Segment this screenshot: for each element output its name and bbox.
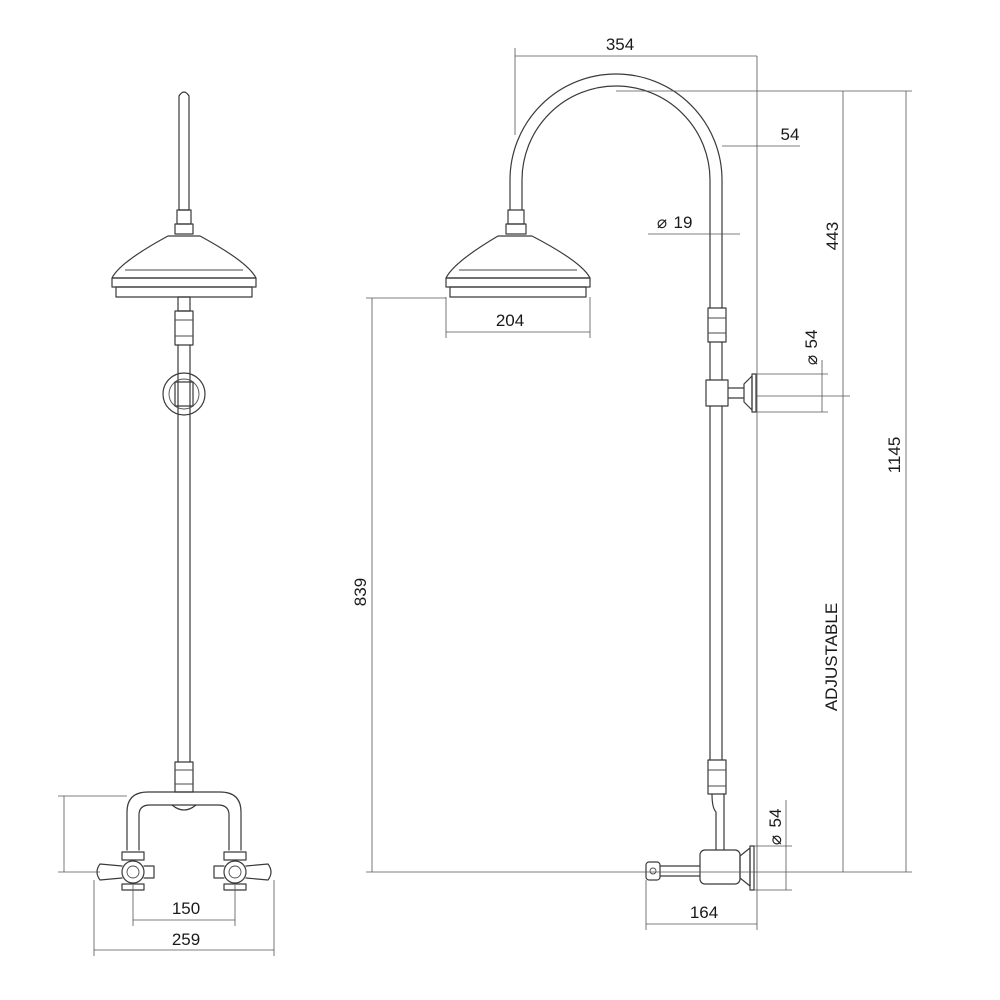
label-54-bracket: 54 bbox=[802, 330, 821, 349]
label-839: 839 bbox=[351, 578, 370, 606]
right-tap bbox=[213, 851, 272, 891]
label-150: 150 bbox=[172, 899, 200, 918]
label-54-offset: 54 bbox=[781, 125, 800, 144]
diameter-symbol-54-tap: ⌀ bbox=[766, 835, 785, 845]
label-164: 164 bbox=[690, 903, 718, 922]
label-adjustable: ADJUSTABLE bbox=[822, 603, 841, 711]
left-tap bbox=[96, 851, 155, 891]
front-view bbox=[58, 91, 275, 956]
label-259: 259 bbox=[172, 930, 200, 949]
label-19: 19 bbox=[674, 213, 693, 232]
diameter-symbol-19: ⌀ bbox=[657, 213, 667, 232]
side-view bbox=[366, 48, 912, 930]
label-1145: 1145 bbox=[885, 437, 904, 474]
dimension-labels: 354 54 ⌀ 19 443 204 ⌀ 54 1145 839 ADJUST… bbox=[172, 35, 904, 949]
label-54-tap: 54 bbox=[766, 809, 785, 828]
label-443: 443 bbox=[823, 222, 842, 250]
label-204: 204 bbox=[496, 311, 524, 330]
label-354: 354 bbox=[606, 35, 634, 54]
diameter-symbol-54: ⌀ bbox=[802, 355, 821, 365]
